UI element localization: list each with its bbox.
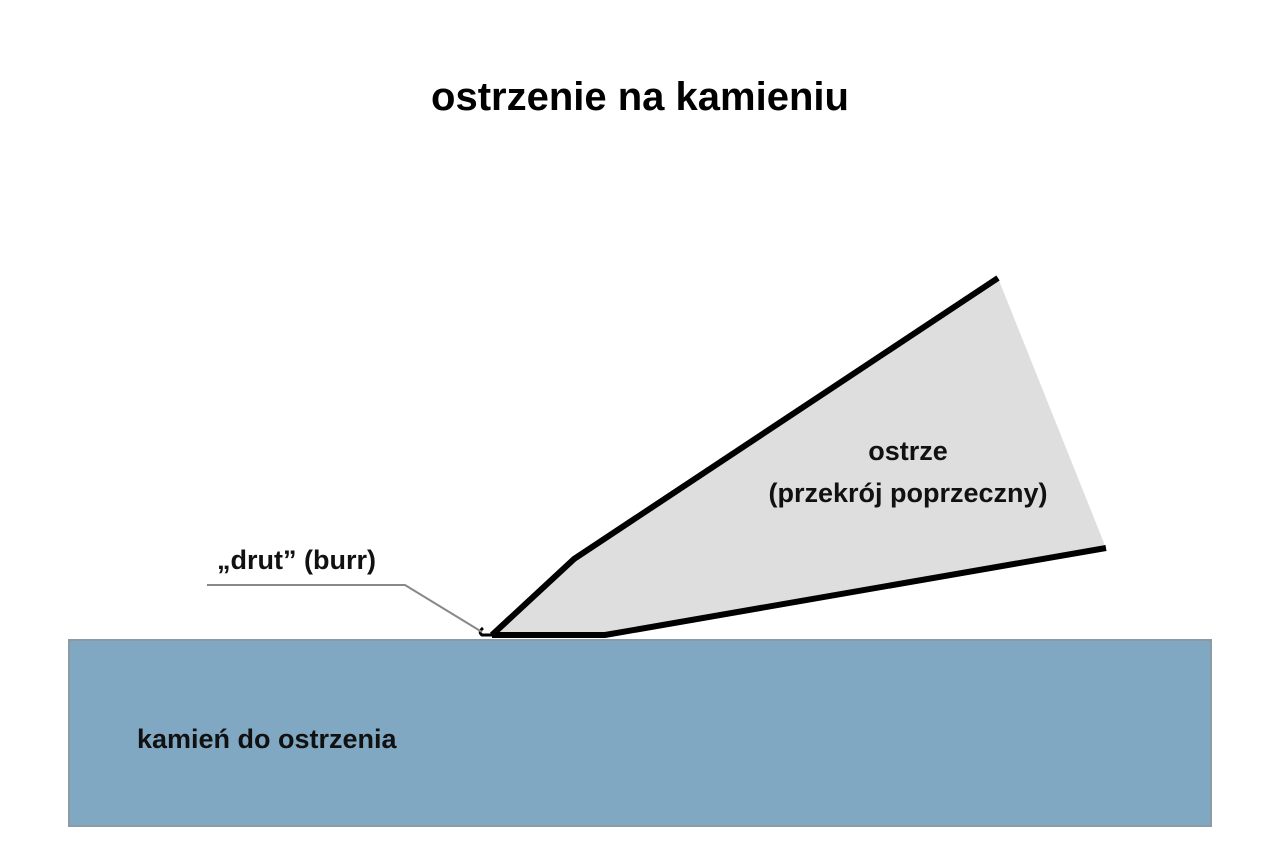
burr-mark <box>478 626 492 637</box>
blade-cross-section <box>492 278 1106 635</box>
blade-label-line1: ostrze <box>868 436 948 466</box>
stone-label: kamień do ostrzenia <box>137 724 398 754</box>
blade-label-line2: (przekrój poprzeczny) <box>768 478 1047 508</box>
burr-leader-line <box>207 584 483 633</box>
blade-outline-upper <box>489 275 1000 638</box>
diagram-title: ostrzenie na kamieniu <box>431 75 849 119</box>
sharpening-stone <box>68 639 1212 827</box>
burr-label: „drut” (burr) <box>217 545 376 575</box>
blade-outline-lower <box>492 545 1107 638</box>
